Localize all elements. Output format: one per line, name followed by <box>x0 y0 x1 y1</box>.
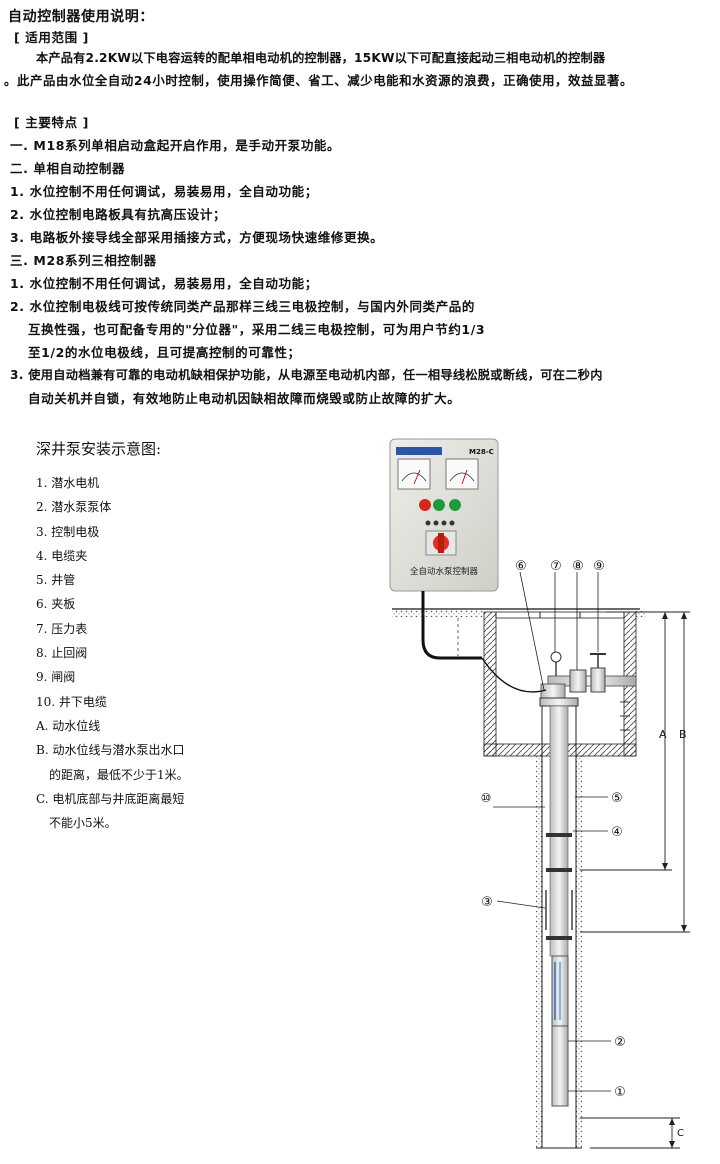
riser-pipe <box>549 705 569 957</box>
dimension-b-label: B <box>679 728 687 741</box>
brand-logo <box>396 447 442 455</box>
legend-item: 2. 潜水泵泵体 <box>36 500 112 515</box>
callout-2: ② <box>614 1035 626 1050</box>
legend-item: B. 动水位线与潜水泵出水口 <box>36 743 185 758</box>
feature-line: 2. 水位控制电路板具有抗高压设计； <box>10 207 227 222</box>
feature-line: 自动关机并自锁，有效地防止电动机因缺相故障而烧毁或防止故障的扩大。 <box>28 391 461 406</box>
feature-line: 1. 水位控制不用任何调试，易装易用，全自动功能； <box>10 184 318 199</box>
legend-item: 4. 电缆夹 <box>36 548 88 563</box>
legend-item: 8. 止回阀 <box>36 646 88 661</box>
start-button-icon <box>433 499 445 511</box>
rotary-switch-icon <box>425 530 457 556</box>
clamp-plate <box>539 697 579 707</box>
callout-5: ⑤ <box>611 791 623 806</box>
legend-item: 7. 压力表 <box>36 621 88 636</box>
ammeter-icon <box>445 458 479 490</box>
feature-line: 三. M28系列三相控制器 <box>10 253 157 268</box>
legend-item: C. 电机底部与井底距离最短 <box>36 791 185 806</box>
legend-item: 的距离，最低不少于1米。 <box>49 767 189 782</box>
submersible-motor <box>551 1025 569 1107</box>
feature-line: 互换性强，也可配备专用的"分位器"，采用二线三电极控制，可为用户节约1/3 <box>28 322 486 337</box>
panel-name-label: 全自动水泵控制器 <box>410 566 479 577</box>
indicator-lamp-icon <box>433 520 439 526</box>
panel-model-label: M28-C <box>469 448 494 456</box>
control-panel: M28-C <box>389 438 499 660</box>
callout-3: ③ <box>481 895 493 910</box>
feature-line: 1. 水位控制不用任何调试，易装易用，全自动功能； <box>10 276 318 291</box>
feature-line: 3. 使用自动档兼有可靠的电动机缺相保护功能，从电源至电动机内部，任一相导线松脱… <box>10 368 603 382</box>
scope-tag: [ 适用范围 ] <box>14 30 89 45</box>
callout-7: ⑦ <box>550 559 562 574</box>
callout-10: ⑩ <box>481 791 492 805</box>
callout-9: ⑨ <box>593 559 605 574</box>
legend-item: 3. 控制电极 <box>36 524 100 539</box>
feature-line: 二. 单相自动控制器 <box>10 161 126 176</box>
auto-button-icon <box>449 499 461 511</box>
legend-item: A. 动水位线 <box>36 718 101 733</box>
gate-valve-icon <box>590 667 606 693</box>
dimension-a-label: A <box>659 728 667 741</box>
legend-item: 6. 夹板 <box>36 597 76 612</box>
indicator-lamp-icon <box>441 520 447 526</box>
legend-item: 5. 井管 <box>36 573 76 588</box>
document-title: 自动控制器使用说明： <box>8 9 154 25</box>
scope-paragraph-line-2: 。此产品由水位全自动24小时控制，使用操作简便、省工、减少电能和水资源的浪费，正… <box>4 73 634 88</box>
callout-6: ⑥ <box>515 559 527 574</box>
features-tag: [ 主要特点 ] <box>14 115 89 130</box>
scope-paragraph-line-1: 本产品有2.2KW以下电容运转的配单相电动机的控制器，15KW以下可配直接起动三… <box>36 51 606 65</box>
feature-line: 2. 水位控制电极线可按传统同类产品那样三线三电极控制，与国内外同类产品的 <box>10 299 475 314</box>
callout-8: ⑧ <box>572 559 584 574</box>
feature-line: 至1/2的水位电极线，且可提高控制的可靠性； <box>28 345 301 360</box>
stop-button-icon <box>419 499 431 511</box>
submersible-pump <box>551 955 569 1027</box>
legend-item: 不能小5米。 <box>49 816 117 831</box>
dimension-c-label: C <box>677 1128 684 1139</box>
check-valve-icon <box>569 669 587 693</box>
legend-item: 9. 闸阀 <box>36 670 76 685</box>
pressure-gauge-icon <box>550 651 562 663</box>
cable-clamp <box>546 833 572 837</box>
feature-line: 一. M18系列单相启动盒起开启作用，是手动开泵功能。 <box>10 138 341 153</box>
indicator-lamp-icon <box>449 520 455 526</box>
indicator-lamp-icon <box>425 520 431 526</box>
legend-heading: 深井泵安装示意图: <box>36 440 162 458</box>
callout-1: ① <box>614 1085 626 1100</box>
feature-line: 3. 电路板外接导线全部采用插接方式，方便现场快速维修更换。 <box>10 230 384 245</box>
voltmeter-icon <box>397 458 431 490</box>
well-casing <box>536 697 582 1148</box>
legend-item: 10. 井下电缆 <box>36 694 107 709</box>
legend: 深井泵安装示意图: 1. 潜水电机 2. 潜水泵泵体 3. 控制电极 4. 电缆… <box>36 438 266 835</box>
legend-item: 1. 潜水电机 <box>36 476 100 490</box>
callout-4: ④ <box>611 825 623 840</box>
